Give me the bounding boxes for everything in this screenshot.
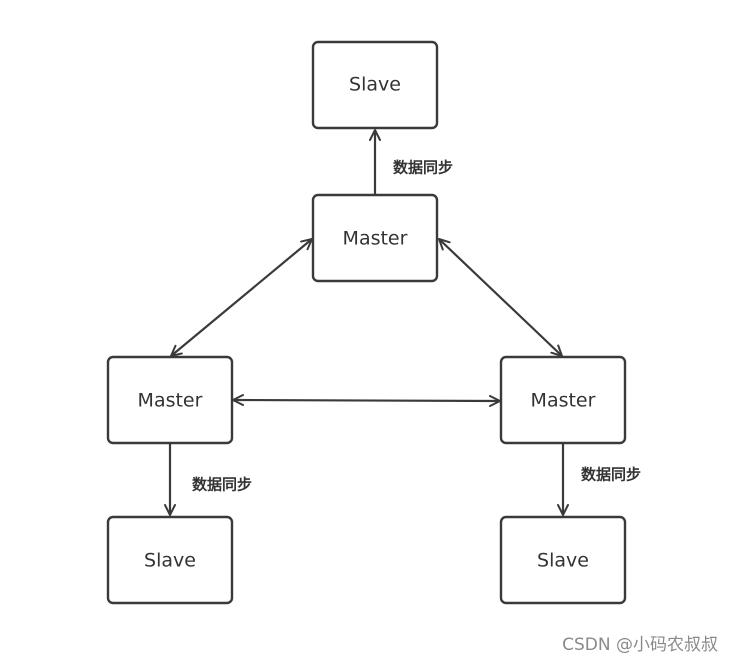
sync-label-top: 数据同步 <box>393 159 453 177</box>
link-master-top-right <box>438 238 563 357</box>
watermark-text: CSDN @小码农叔叔 <box>562 635 718 655</box>
sync-label-left: 数据同步 <box>192 476 252 494</box>
node-slave-right: Slave <box>499 515 627 605</box>
node-slave-top: Slave <box>311 40 439 130</box>
node-slave-top-label: Slave <box>349 74 401 96</box>
node-master-left: Master <box>106 355 234 445</box>
node-master-left-label: Master <box>138 390 203 412</box>
node-master-top-label: Master <box>343 228 408 250</box>
node-master-top: Master <box>311 193 439 283</box>
node-slave-left: Slave <box>106 515 234 605</box>
node-slave-left-label: Slave <box>144 550 196 572</box>
sync-label-right: 数据同步 <box>581 466 641 484</box>
link-master-top-left <box>170 238 313 357</box>
link-master-left-right <box>232 394 501 407</box>
node-master-right: Master <box>499 355 627 445</box>
node-slave-right-label: Slave <box>537 550 589 572</box>
node-master-right-label: Master <box>531 390 596 412</box>
